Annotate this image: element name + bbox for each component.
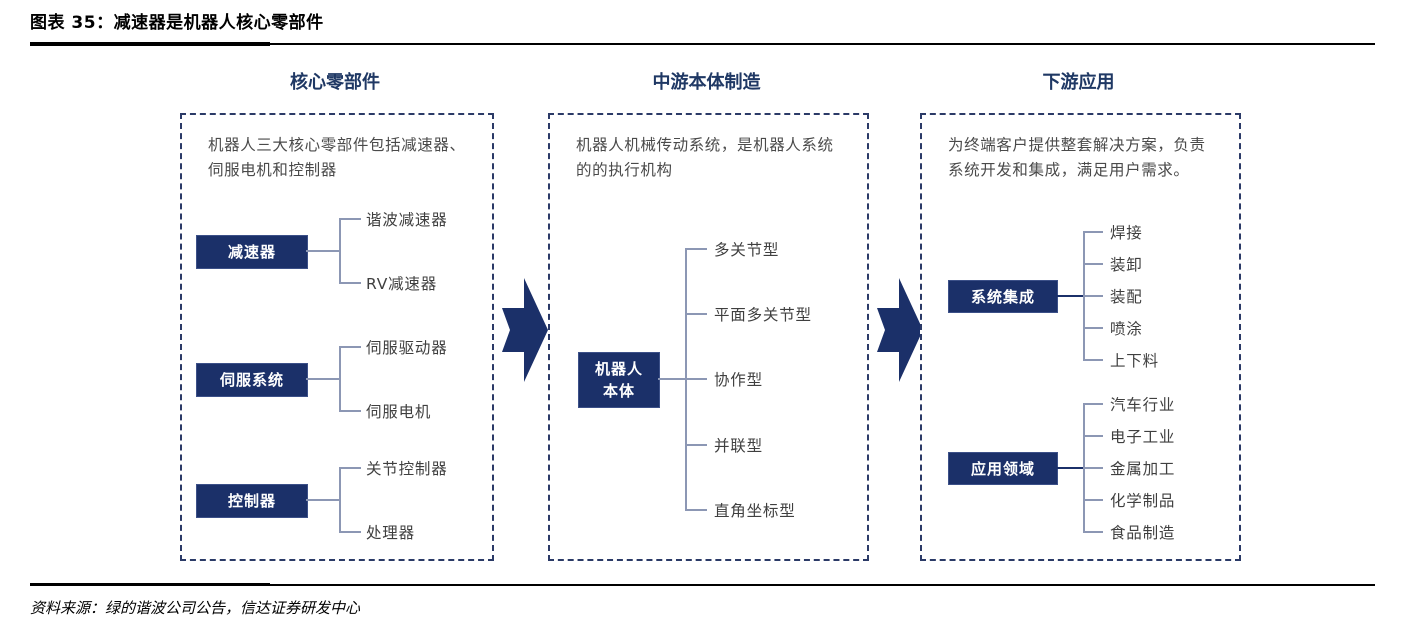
flow-arrow-upstream-to-midstream	[502, 278, 548, 382]
leaf-assembly: 装配	[1110, 288, 1143, 306]
connector-fields-branch-3	[1083, 467, 1103, 469]
leaf-multi-joint: 多关节型	[714, 241, 780, 259]
leaf-painting: 喷涂	[1110, 320, 1143, 338]
leaf-automotive: 汽车行业	[1110, 396, 1176, 414]
connector-fields-branch-4	[1083, 499, 1103, 501]
connector-fields-branch-1	[1083, 403, 1103, 405]
connector-body-branch-1	[685, 248, 707, 250]
leaf-metal-processing: 金属加工	[1110, 460, 1176, 478]
connector-reducer-branch-2	[339, 282, 361, 284]
connector-controller-stem	[306, 499, 340, 501]
connector-integration-branch-5	[1083, 359, 1103, 361]
leaf-parallel: 并联型	[714, 437, 763, 455]
connector-reducer-stem	[306, 250, 340, 252]
leaf-joint-controller: 关节控制器	[366, 460, 448, 478]
leaf-processor: 处理器	[366, 524, 415, 542]
leaf-food-manufacturing: 食品制造	[1110, 524, 1176, 542]
connector-servo-branch-1	[339, 346, 361, 348]
figure-title: 图表 35：减速器是机器人核心零部件	[30, 13, 324, 33]
column-header-midstream: 中游本体制造	[652, 72, 761, 93]
connector-integration-branch-3	[1083, 295, 1103, 297]
node-box-application-fields[interactable]: 应用领域	[948, 452, 1058, 485]
connector-body-branch-5	[685, 509, 707, 511]
connector-fields-stem	[1056, 467, 1084, 469]
leaf-chemical-products: 化学制品	[1110, 492, 1176, 510]
title-rule-thin	[30, 43, 1375, 45]
node-box-robot-body[interactable]: 机器人 本体	[578, 352, 660, 408]
connector-integration-branch-4	[1083, 327, 1103, 329]
connector-reducer-branch-1	[339, 218, 361, 220]
column-header-upstream: 核心零部件	[290, 72, 380, 93]
connector-body-branch-3	[685, 378, 707, 380]
leaf-welding: 焊接	[1110, 224, 1143, 242]
leaf-harmonic-reducer: 谐波减速器	[366, 211, 448, 229]
leaf-collaborative: 协作型	[714, 371, 763, 389]
connector-servo-stem	[306, 378, 340, 380]
leaf-servo-motor: 伺服电机	[366, 403, 432, 421]
node-box-servo-system[interactable]: 伺服系统	[196, 363, 308, 397]
flow-arrow-midstream-to-downstream	[877, 278, 923, 382]
connector-integration-branch-2	[1083, 263, 1103, 265]
panel-midstream	[548, 113, 869, 561]
title-rule-thick	[30, 42, 270, 46]
connector-body-stem	[658, 378, 686, 380]
leaf-loading-unloading: 装卸	[1110, 256, 1143, 274]
connector-fields-branch-5	[1083, 531, 1103, 533]
leaf-material-handling: 上下料	[1110, 352, 1159, 370]
description-upstream: 机器人三大核心零部件包括减速器、伺服电机和控制器	[208, 136, 466, 179]
leaf-scara: 平面多关节型	[714, 306, 812, 324]
leaf-electronics: 电子工业	[1110, 428, 1176, 446]
source-rule-thin	[30, 584, 1375, 586]
node-box-robot-body-line2: 本体	[602, 382, 635, 400]
panel-downstream	[920, 113, 1241, 561]
description-midstream: 机器人机械传动系统，是机器人系统的的执行机构	[576, 136, 834, 179]
connector-servo-branch-2	[339, 410, 361, 412]
leaf-cartesian: 直角坐标型	[714, 502, 796, 520]
connector-body-branch-4	[685, 444, 707, 446]
connector-servo-trunk	[339, 346, 341, 410]
connector-controller-branch-1	[339, 467, 361, 469]
node-box-system-integration[interactable]: 系统集成	[948, 280, 1058, 313]
connector-controller-trunk	[339, 467, 341, 531]
connector-reducer-trunk	[339, 218, 341, 282]
connector-controller-branch-2	[339, 531, 361, 533]
leaf-rv-reducer: RV减速器	[366, 275, 438, 293]
connector-integration-branch-1	[1083, 231, 1103, 233]
source-rule-thick	[30, 583, 270, 586]
leaf-servo-driver: 伺服驱动器	[366, 339, 448, 357]
node-box-controller[interactable]: 控制器	[196, 484, 308, 518]
connector-body-branch-2	[685, 313, 707, 315]
connector-fields-branch-2	[1083, 435, 1103, 437]
description-downstream: 为终端客户提供整套解决方案，负责系统开发和集成，满足用户需求。	[948, 136, 1206, 179]
connector-integration-stem	[1056, 295, 1084, 297]
source-note: 资料来源：绿的谐波公司公告，信达证券研发中心	[30, 599, 361, 617]
node-box-robot-body-line1: 机器人	[594, 360, 643, 378]
node-box-reducer[interactable]: 减速器	[196, 235, 308, 269]
column-header-downstream: 下游应用	[1042, 72, 1115, 93]
